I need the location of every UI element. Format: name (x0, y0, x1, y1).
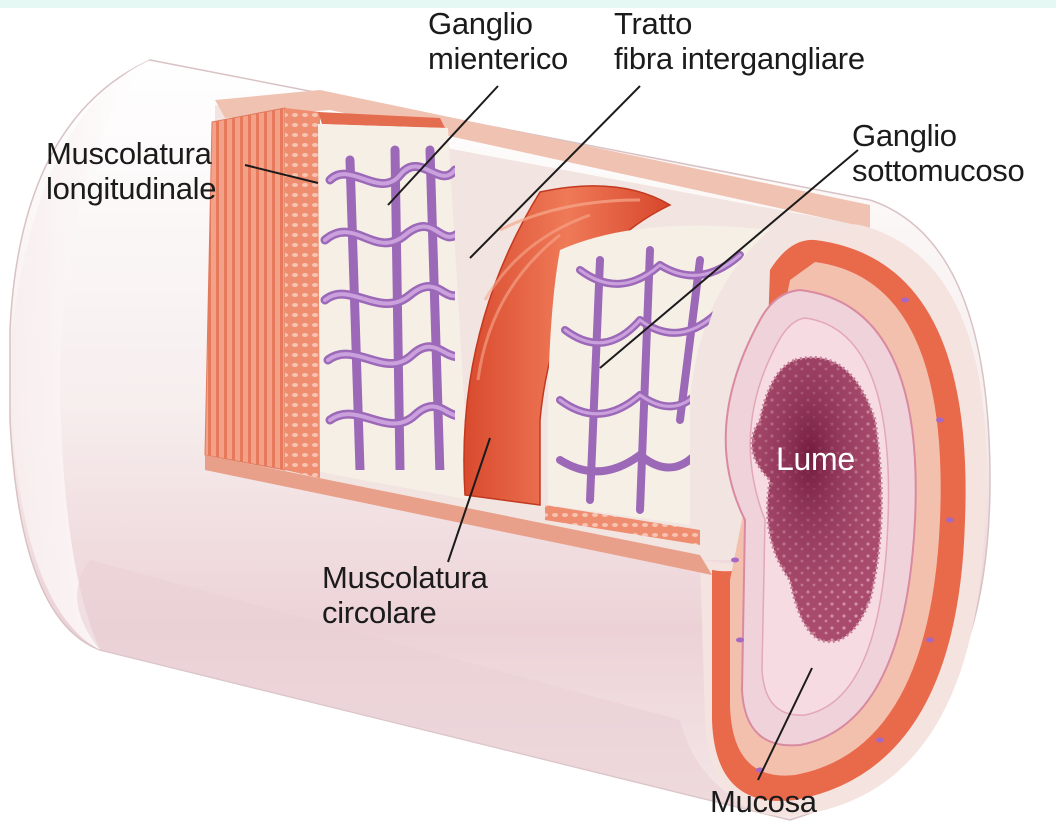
label-tratto-fibra-intergangliare: Tratto fibra intergangliare (614, 6, 865, 76)
label-line: Ganglio (852, 118, 1024, 153)
label-ganglio-sottomucoso: Ganglio sottomucoso (852, 118, 1024, 188)
label-mucosa: Mucosa (710, 784, 817, 819)
label-line: longitudinale (46, 171, 216, 206)
myenteric-plexus-panel (318, 124, 470, 500)
label-ganglio-mienterico: Ganglio mienterico (428, 6, 568, 76)
label-line: circolare (322, 595, 488, 630)
label-lume: Lume (776, 442, 855, 477)
label-line: Ganglio (428, 6, 568, 41)
label-line: Muscolatura (46, 136, 216, 171)
label-line: fibra intergangliare (614, 41, 865, 76)
label-muscolatura-longitudinale: Muscolatura longitudinale (46, 136, 216, 206)
label-muscolatura-circolare: Muscolatura circolare (322, 560, 488, 630)
label-line: mienterico (428, 41, 568, 76)
label-line: Muscolatura (322, 560, 488, 595)
label-line: sottomucoso (852, 153, 1024, 188)
label-line: Tratto (614, 6, 865, 41)
